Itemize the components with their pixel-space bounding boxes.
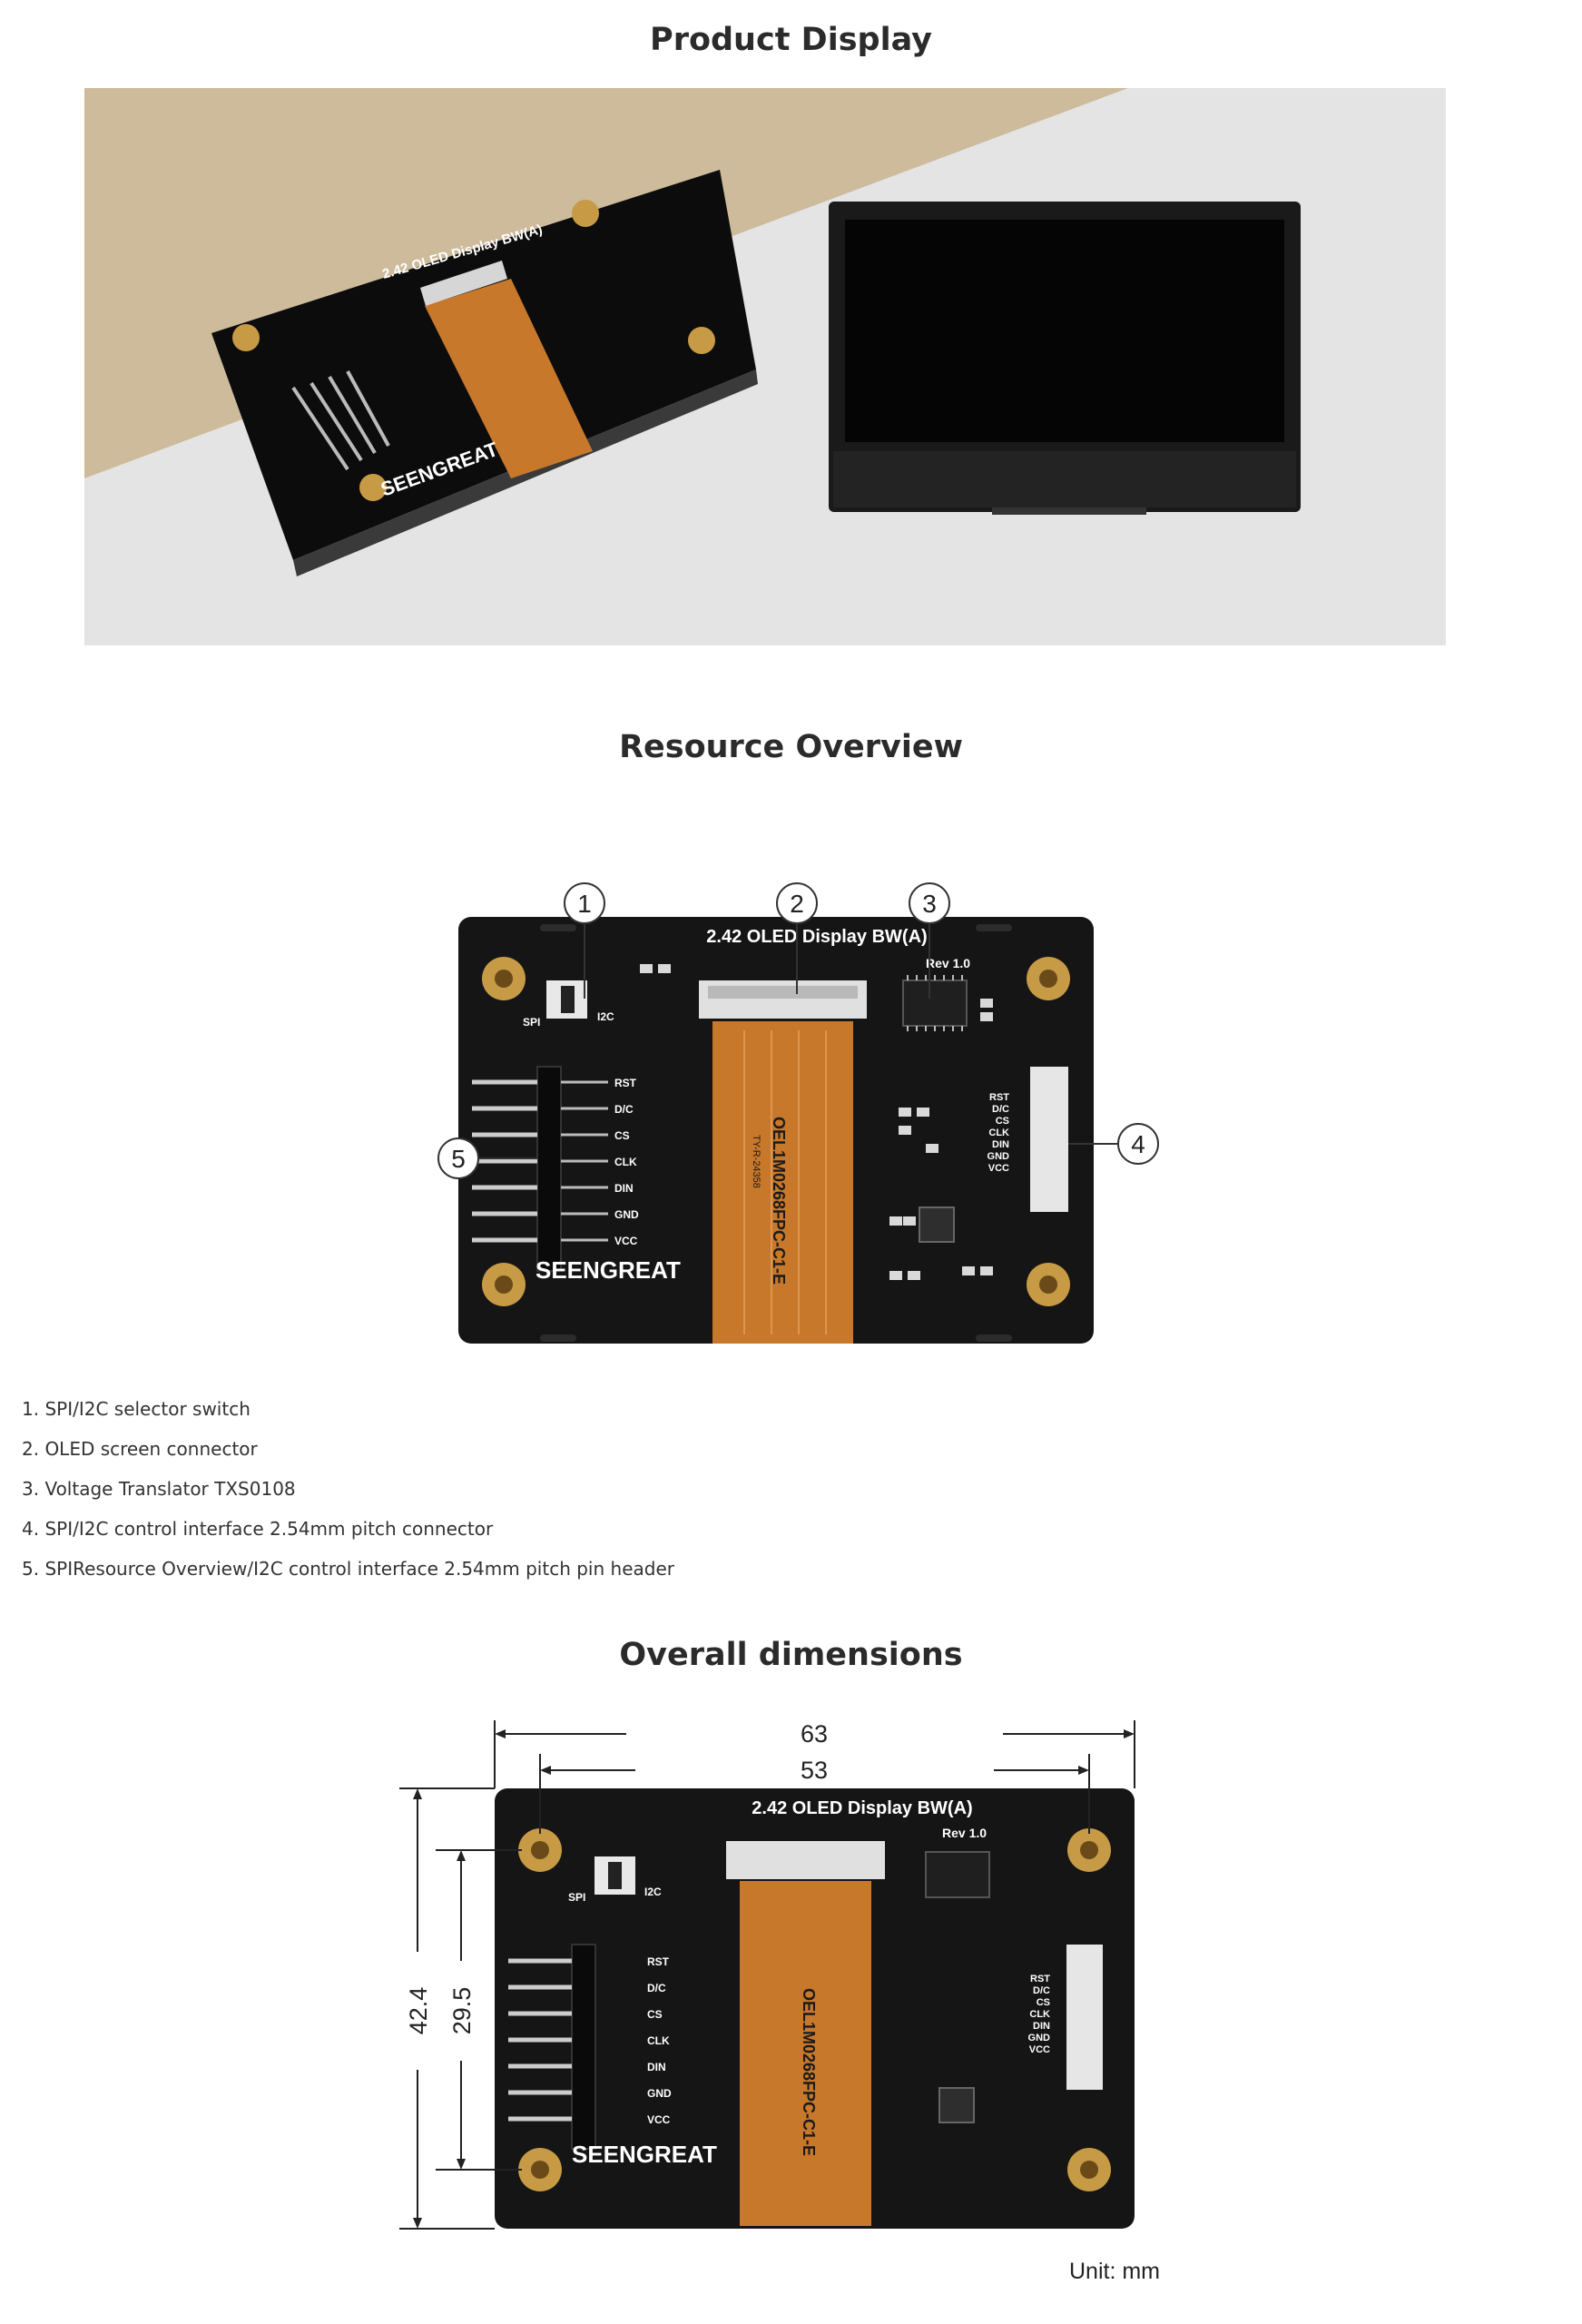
callout-5: 5 xyxy=(437,1137,479,1179)
pin-label-dc: D/C xyxy=(614,1103,634,1116)
feature-item: 3. Voltage Translator TXS0108 xyxy=(22,1478,296,1500)
pin-label-din: DIN xyxy=(614,1182,634,1195)
switch-label-spi: SPI xyxy=(523,1016,540,1029)
feature-item: 4. SPI/I2C control interface 2.54mm pitc… xyxy=(22,1518,494,1540)
dim-side-clk: CLK xyxy=(1029,2009,1050,2020)
dim-pin-cs: CS xyxy=(647,2008,663,2021)
dim-brand-logo: SEENGREAT xyxy=(572,2141,717,2168)
brand-logo: SEENGREAT xyxy=(536,1256,681,1284)
dim-side-cs: CS xyxy=(1037,1997,1050,2008)
resource-overview-heading: Resource Overview xyxy=(619,729,963,765)
pin-label-clk: CLK xyxy=(614,1156,637,1168)
svg-text:4: 4 xyxy=(1131,1130,1145,1158)
callout-3: 3 xyxy=(909,882,950,924)
side-pin-gnd: GND xyxy=(988,1151,1010,1162)
dim-pin-clk: CLK xyxy=(647,2034,670,2047)
voltage-translator-chip xyxy=(902,980,968,1027)
side-pin-din: DIN xyxy=(992,1139,1009,1150)
dimension-hole-width: 53 xyxy=(801,1757,828,1784)
dim-pin-vcc: VCC xyxy=(647,2113,671,2126)
fpc-sub-label: TY-R-24358 xyxy=(751,1135,762,1188)
angled-board-image: 2.42 OLED Display BW(A) SEENGREAT xyxy=(211,170,758,576)
header-pins xyxy=(472,1079,537,1243)
dimension-lines xyxy=(399,1720,1135,2230)
feature-item: 2. OLED screen connector xyxy=(22,1438,258,1460)
svg-text:1: 1 xyxy=(577,890,592,918)
dimension-board-rev: Rev 1.0 xyxy=(942,1826,987,1840)
callout-4: 4 xyxy=(1117,1123,1159,1165)
overall-dimensions-heading: Overall dimensions xyxy=(619,1637,963,1673)
dim-pin-dc: D/C xyxy=(647,1982,666,1994)
svg-text:5: 5 xyxy=(451,1145,466,1173)
dimension-outer-height: 42.4 xyxy=(405,1987,432,2035)
dim-fpc-label: OEL1M0268FPC-C1-E xyxy=(800,1988,818,2156)
pin-header xyxy=(536,1066,562,1272)
board-title: 2.42 OLED Display BW(A) xyxy=(706,927,927,947)
oled-module-image xyxy=(829,202,1301,515)
dim-switch-spi: SPI xyxy=(568,1891,585,1904)
dim-side-din: DIN xyxy=(1033,2021,1050,2032)
resource-overview-diagram: 2.42 OLED Display BW(A) Rev 1.0 SPI I2C … xyxy=(345,817,1253,1362)
pin-label-gnd: GND xyxy=(614,1208,639,1221)
product-display-heading: Product Display xyxy=(650,22,932,58)
dim-pin-gnd: GND xyxy=(647,2087,672,2100)
board-rev: Rev 1.0 xyxy=(926,956,970,970)
dim-side-dc: D/C xyxy=(1033,1985,1050,1996)
dim-side-rst: RST xyxy=(1030,1974,1050,1984)
unit-label: Unit: mm xyxy=(1069,2259,1160,2284)
side-connector xyxy=(1030,1067,1068,1212)
callout-2: 2 xyxy=(776,882,818,924)
svg-text:2: 2 xyxy=(790,890,804,918)
fpc-cable xyxy=(712,1021,853,1344)
dim-switch-i2c: I2C xyxy=(644,1886,662,1898)
pin-label-cs: CS xyxy=(614,1129,630,1142)
side-pin-clk: CLK xyxy=(988,1128,1009,1138)
dim-side-gnd: GND xyxy=(1028,2033,1051,2043)
dim-side-vcc: VCC xyxy=(1029,2044,1050,2055)
svg-text:3: 3 xyxy=(922,890,937,918)
pin-label-rst: RST xyxy=(614,1077,637,1089)
side-pin-cs: CS xyxy=(996,1116,1009,1127)
side-pin-vcc: VCC xyxy=(988,1163,1009,1174)
callout-1: 1 xyxy=(564,882,605,924)
product-photo: 2.42 OLED Display BW(A) SEENGREAT xyxy=(84,88,1446,645)
dimension-board-title: 2.42 OLED Display BW(A) xyxy=(752,1798,972,1818)
dimension-outer-width: 63 xyxy=(801,1720,828,1748)
dimension-hole-height: 29.5 xyxy=(448,1987,476,2035)
dim-pin-rst: RST xyxy=(647,1955,670,1968)
inductor xyxy=(919,1206,955,1243)
dim-pin-din: DIN xyxy=(647,2061,666,2073)
feature-item: 5. SPIResource Overview/I2C control inte… xyxy=(22,1558,674,1580)
side-pin-dc: D/C xyxy=(992,1104,1009,1115)
switch-label-i2c: I2C xyxy=(597,1010,614,1023)
feature-list: 1. SPI/I2C selector switch 2. OLED scree… xyxy=(22,1389,674,1589)
feature-item: 1. SPI/I2C selector switch xyxy=(22,1398,251,1420)
fpc-label: OEL1M0268FPC-C1-E xyxy=(770,1117,788,1285)
side-pin-rst: RST xyxy=(989,1092,1009,1103)
dimension-drawing: 2.42 OLED Display BW(A) Rev 1.0 SPI I2C … xyxy=(390,1707,1162,2251)
pin-label-vcc: VCC xyxy=(614,1235,638,1247)
